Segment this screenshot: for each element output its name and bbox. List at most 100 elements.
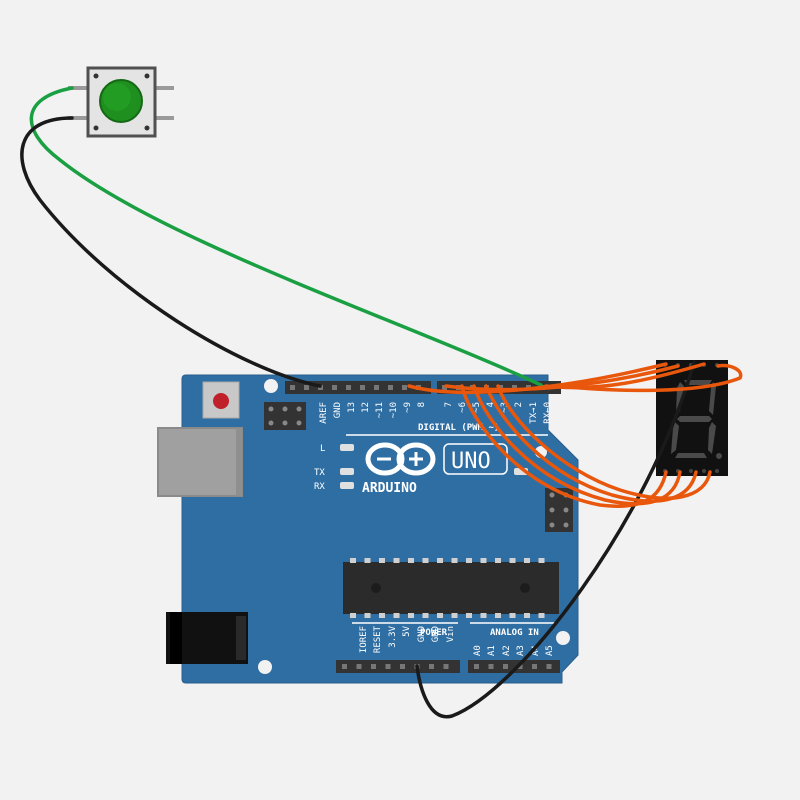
- wire-black-display-gnd[interactable]: [415, 360, 696, 719]
- model-badge: [443, 443, 508, 475]
- pin-hole[interactable]: [388, 385, 393, 390]
- pin-hole[interactable]: [512, 385, 517, 390]
- chip-pin: [408, 613, 414, 618]
- chip-pin: [393, 613, 400, 618]
- chip-pin: [509, 613, 516, 618]
- pin-hole[interactable]: [400, 664, 405, 669]
- wires: [20, 86, 743, 719]
- pin-hole[interactable]: [402, 385, 407, 390]
- chip-pin: [524, 558, 530, 563]
- power-pin-label: 3.3V: [388, 625, 398, 647]
- pin-hole[interactable]: [546, 664, 552, 669]
- chip-pin: [364, 613, 371, 618]
- icsp-header-right: [545, 488, 573, 532]
- wire-black-button-gnd[interactable]: [20, 116, 322, 388]
- analog-pin-label: A5: [545, 645, 555, 656]
- pin-hole[interactable]: [374, 385, 379, 390]
- digital-header-left[interactable]: [285, 381, 431, 394]
- digital-pin-label: 13: [347, 402, 357, 413]
- pin-hole[interactable]: [442, 385, 447, 390]
- pin-hole[interactable]: [371, 664, 376, 669]
- digital-pin-label: ~11: [375, 402, 385, 418]
- chip-pin: [480, 613, 487, 618]
- pin-hole[interactable]: [356, 664, 362, 669]
- power-pin-label: IOREF: [359, 626, 369, 653]
- chip-pin: [466, 613, 472, 618]
- pushbutton[interactable]: [68, 66, 174, 138]
- pin-hole[interactable]: [429, 664, 434, 669]
- chip-pin: [408, 558, 414, 563]
- digital-pin-label: ~5: [472, 402, 482, 413]
- chip-pin: [466, 558, 472, 563]
- usb-connector: [157, 427, 243, 497]
- pin-hole[interactable]: [443, 664, 449, 669]
- pin-hole[interactable]: [332, 385, 337, 390]
- wires-orange-bottom[interactable]: [460, 384, 712, 508]
- analog-pin-label: A3: [516, 645, 526, 656]
- led-label-l: L: [320, 444, 325, 454]
- power-header-title: POWER: [420, 628, 448, 638]
- power-header[interactable]: [336, 660, 460, 673]
- pin-hole[interactable]: [342, 664, 347, 669]
- icsp-header-top: [264, 402, 306, 430]
- pin-hole[interactable]: [360, 385, 365, 390]
- digital-pin-label: ~3: [500, 402, 510, 413]
- mounting-hole: [264, 379, 278, 393]
- pin-hole[interactable]: [498, 385, 503, 390]
- chip-pin: [451, 613, 458, 618]
- chip-pin: [379, 613, 385, 618]
- chip-pin: [495, 558, 501, 563]
- reset-button[interactable]: [202, 381, 240, 419]
- pin-hole[interactable]: [346, 385, 351, 390]
- chip-pin: [509, 558, 516, 563]
- digital-pin-label: 4: [486, 402, 496, 407]
- chip-pin: [379, 558, 385, 563]
- chip-pin: [422, 613, 429, 618]
- chip-pin: [422, 558, 429, 563]
- digital-pin-label: ~9: [403, 402, 413, 413]
- analog-pin-label: A2: [502, 645, 512, 656]
- digital-pin-label: ~10: [389, 402, 399, 418]
- power-pin-label: 5V: [402, 625, 412, 636]
- pin-hole[interactable]: [532, 664, 537, 669]
- wire-green[interactable]: [29, 86, 543, 387]
- chip-pin: [437, 558, 443, 563]
- seven-segment-display[interactable]: [656, 360, 728, 476]
- analog-pin-label: A4: [531, 645, 541, 656]
- model-text: UNO: [451, 449, 491, 474]
- power-pin-label: GND: [417, 626, 427, 642]
- power-pin-label: Vin: [446, 626, 456, 642]
- led-label-tx: TX: [314, 468, 325, 478]
- arduino-logo: [365, 442, 436, 476]
- chip-pin: [393, 558, 400, 563]
- pin-hole[interactable]: [290, 385, 295, 390]
- pin-hole[interactable]: [304, 385, 309, 390]
- analog-header-title: ANALOG IN: [490, 628, 539, 638]
- chip-pin: [437, 613, 443, 618]
- chip-pin: [524, 613, 530, 618]
- digital-pin-label: 2: [514, 402, 524, 407]
- power-jack: [166, 612, 248, 664]
- chip-pin: [480, 558, 487, 563]
- chip-pin: [350, 613, 356, 618]
- pin-hole[interactable]: [488, 664, 494, 669]
- mounting-hole: [556, 631, 570, 645]
- digital-pin-label: GND: [333, 402, 343, 418]
- pin-hole[interactable]: [385, 664, 391, 669]
- digital-pin-label: AREF: [319, 402, 329, 424]
- digital-pin-label: 12: [361, 402, 371, 413]
- digital-header-title: DIGITAL (PWM ~): [418, 423, 499, 433]
- analog-pin-label: A0: [473, 645, 483, 656]
- chip-pin: [451, 558, 458, 563]
- brand-text: ARDUINO: [362, 481, 417, 496]
- digital-pin-label: TX→1: [529, 402, 539, 424]
- power-pin-label: RESET: [373, 625, 383, 653]
- pin-hole[interactable]: [474, 664, 479, 669]
- pin-hole[interactable]: [503, 664, 508, 669]
- chip-pin: [538, 558, 545, 563]
- chip-pin: [495, 613, 501, 618]
- digital-pin-label: ~6: [458, 402, 468, 413]
- analog-header[interactable]: [468, 660, 560, 673]
